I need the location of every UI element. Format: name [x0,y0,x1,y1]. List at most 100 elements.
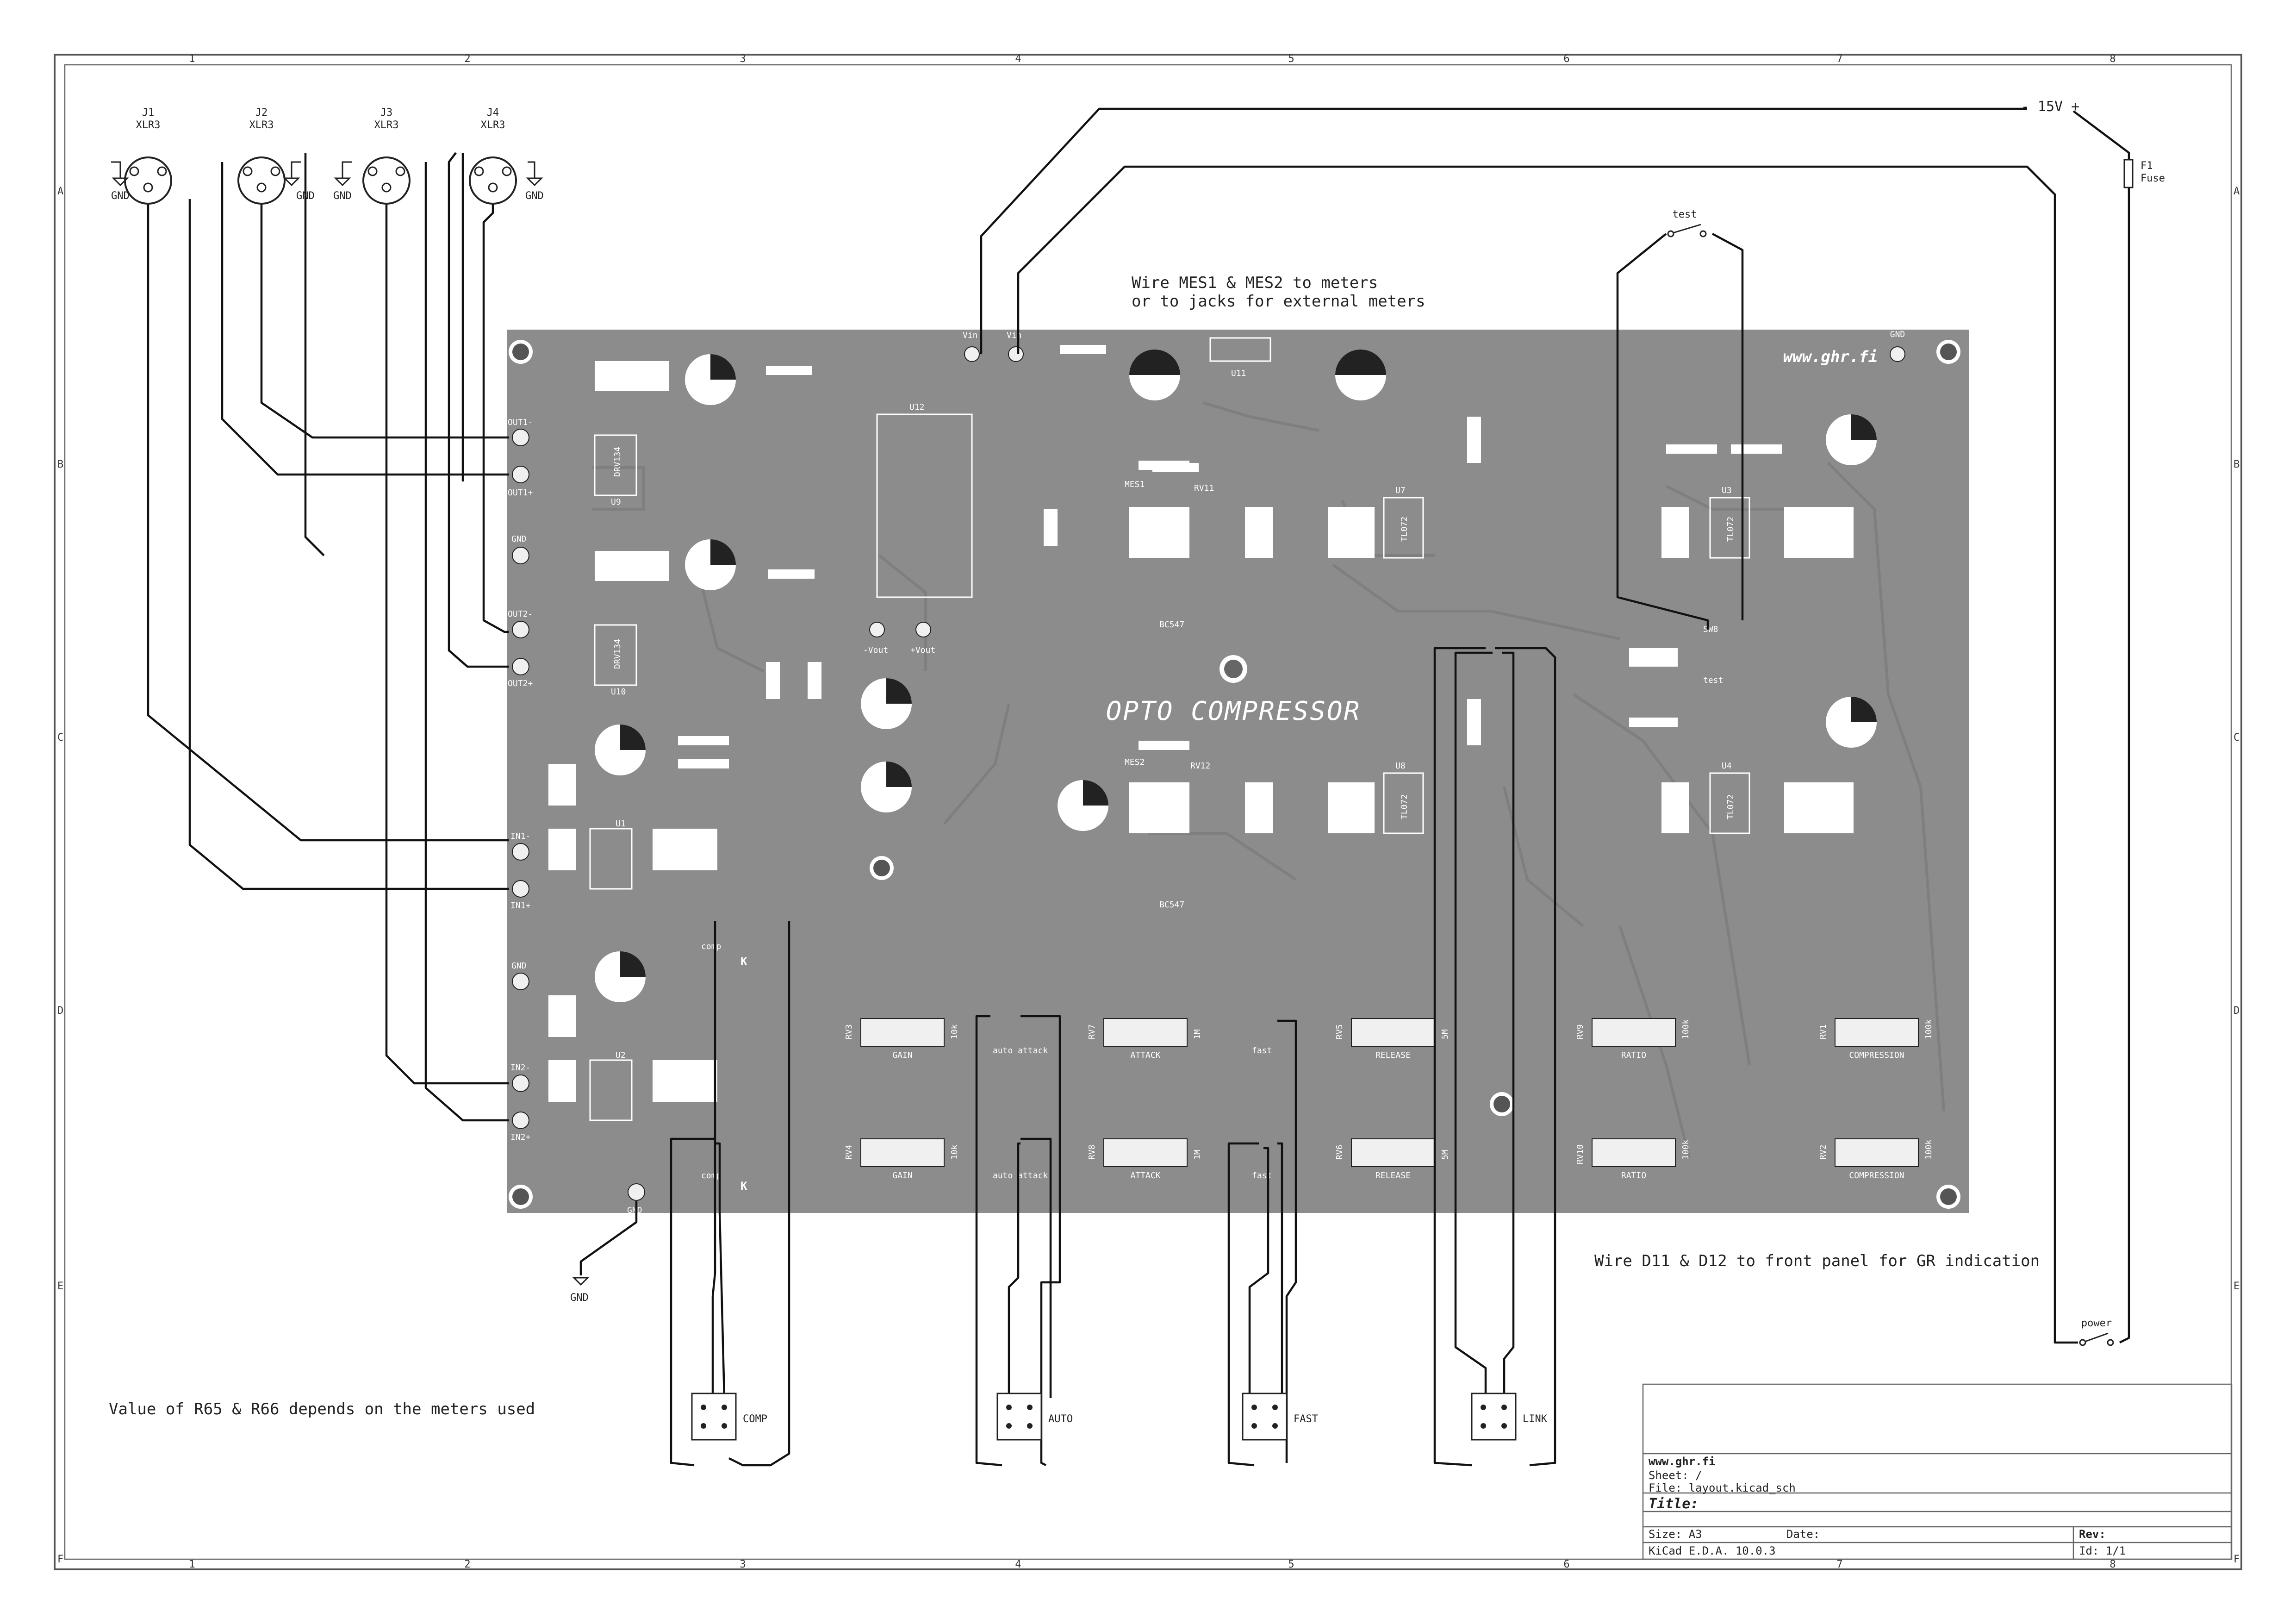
tb-sheet: Sheet: / [1649,1469,1702,1482]
ic-U7-ref: U7 [1395,486,1406,495]
grid-row-label: A [57,186,63,197]
xlr-J4-type: XLR3 [481,119,505,131]
in2m-pad[interactable] [512,1074,529,1092]
tb-file: File: layout.kicad_sch [1649,1481,1796,1494]
grid-row-label: A [2234,186,2240,197]
pot-RV4[interactable] [860,1138,945,1167]
ic-U12-ref: U12 [909,402,925,412]
pot-RV7[interactable] [1103,1018,1188,1047]
note-gr: Wire D11 & D12 to front panel for GR ind… [1594,1252,2040,1270]
pot-RV10[interactable] [1592,1138,1676,1167]
edge-ports: OUT1- OUT1+ GND OUT2- OUT2+ IN1- IN1+ GN… [508,331,1024,1215]
power-switch-icon[interactable] [2079,1332,2114,1346]
ic-U3-val: TL072 [1726,517,1736,542]
out2m-pad[interactable] [512,621,529,638]
vin-pad-a[interactable] [964,346,980,362]
switch-comp[interactable]: COMP [691,1393,767,1441]
gnd-pad[interactable] [1890,346,1905,362]
grid-col-label: 4 [1015,1559,1021,1570]
grid-col-label: 6 [1563,1559,1569,1570]
pot-RV4-label: GAIN [892,1171,912,1181]
gnd-pad-left2[interactable] [512,973,529,990]
power-switch-label: power [2081,1318,2112,1329]
in1p-pad[interactable] [512,880,529,898]
out2p-pad[interactable] [512,658,529,675]
board-title: OPTO COMPRESSOR [1106,696,1361,726]
in2p-label: IN2+ [510,1132,531,1142]
switch-auto-label: AUTO [1048,1413,1073,1425]
sw-comp-label-2: comp [701,1171,721,1181]
ic-U11-ref: U11 [1231,369,1246,378]
note-r65: Value of R65 & R66 depends on the meters… [109,1400,535,1418]
xlr-J2[interactable]: J2 XLR3 [237,107,286,205]
grid-row-label: F [57,1554,63,1565]
pot-RV10-val: 100k [1681,1139,1691,1160]
inner-frame [64,64,2232,1560]
pot-RV7-val: 1M [1193,1029,1202,1039]
pot-RV5-ref: RV5 [1335,1024,1344,1039]
test-switch-icon[interactable] [1667,224,1707,237]
xlr-J2-type: XLR3 [249,119,274,131]
pot-RV1-ref: RV1 [1818,1024,1828,1039]
switch-auto[interactable]: AUTO [996,1393,1073,1441]
switch-fast[interactable]: FAST [1242,1393,1318,1441]
ic-U8 [1383,772,1424,834]
xlr-J3[interactable]: J3 XLR3 [362,107,411,205]
grid-col-label: 1 [189,1559,195,1570]
gnd-label-j3: GND [333,190,352,202]
gnd-pad-left1[interactable] [512,547,529,564]
rv12-label: RV12 [1190,761,1210,771]
switch-comp-label: COMP [743,1413,767,1425]
external-wiring [147,107,2130,1467]
vin-pad-b[interactable] [1008,346,1024,362]
pot-RV6-ref: RV6 [1335,1144,1344,1160]
pot-RV6-label: RELEASE [1375,1171,1411,1181]
pot-RV8-val: 1M [1193,1149,1202,1160]
gnd-icon: GND [525,161,544,202]
ic-U7 [1383,497,1424,559]
xlr-J3-ref: J3 [380,107,393,119]
pot-RV2[interactable] [1835,1138,1919,1167]
mes1-label: MES1 [1125,480,1145,489]
pot-RV9[interactable] [1592,1018,1676,1047]
grid-row-label: D [57,1005,63,1017]
vpos-pad[interactable] [915,622,931,637]
board-url: www.ghr.fi [1783,348,1878,366]
fuse-val: Fuse [2140,173,2165,184]
pot-RV5-val: 5M [1440,1029,1450,1039]
pot-RV9-label: RATIO [1621,1050,1646,1060]
in2p-pad[interactable] [512,1112,529,1129]
pot-RV1[interactable] [1835,1018,1919,1047]
grid-row-label: E [2234,1280,2240,1292]
gnd-pad-bottom[interactable] [628,1183,645,1201]
pot-RV2-ref: RV2 [1818,1144,1828,1160]
pot-RV5-label: RELEASE [1375,1050,1411,1060]
pot-RV4-val: 10k [950,1144,959,1160]
xlr-J1[interactable]: J1 XLR3 [124,107,172,205]
notes: Wire MES1 & MES2 to meters or to jacks f… [109,274,2040,1418]
out1p-pad[interactable] [512,466,529,483]
xlr-J4[interactable]: J4 XLR3 [469,107,517,205]
pot-RV8[interactable] [1103,1138,1188,1167]
vneg-pad[interactable] [869,622,885,637]
in1p-label: IN1+ [510,901,531,911]
pot-RV5[interactable] [1351,1018,1435,1047]
misc-silk: BC547 BC547 MES1 MES2 RV11 RV12 comp com… [701,480,1723,1193]
vpos-label: +Vout [910,645,935,655]
grid-col-label: 3 [740,53,746,65]
k2-label: K [740,1180,747,1193]
vin-label-a: Vin [963,331,978,340]
pot-RV3[interactable] [860,1018,945,1047]
mounting-holes [509,340,1960,1209]
fuse-ref: F1 [2140,160,2153,172]
board-gnd-label: GND [1890,330,1905,339]
sw-comp-label: comp [701,942,721,951]
out1m-pad[interactable] [512,429,529,446]
switch-link[interactable]: LINK [1471,1393,1548,1441]
in1m-pad[interactable] [512,843,529,861]
out2p-label: OUT2+ [508,679,533,688]
pot-RV6[interactable] [1351,1138,1435,1167]
tb-rev: Rev: [2079,1528,2106,1541]
grid-row-label: E [57,1280,63,1292]
grid-col-label: 7 [1836,1559,1842,1570]
